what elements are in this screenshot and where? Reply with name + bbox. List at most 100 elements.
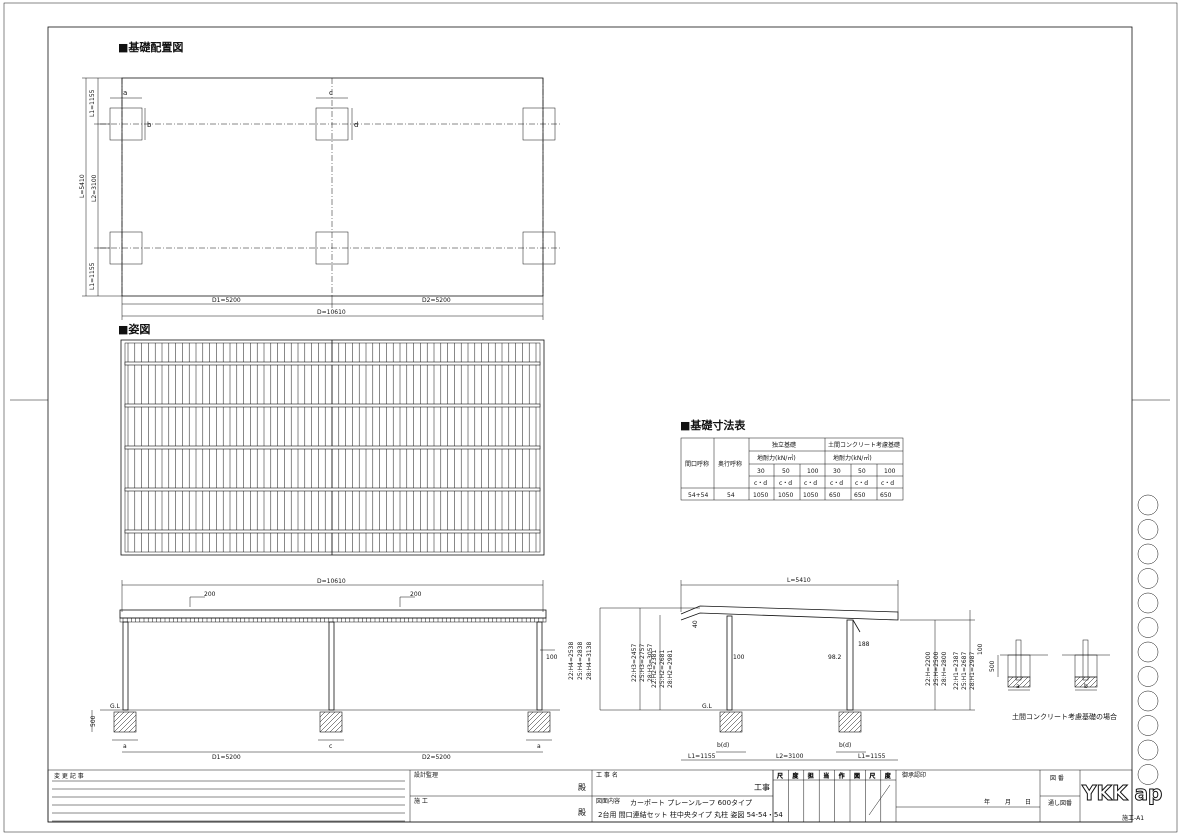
- tb-year: 年: [984, 798, 990, 806]
- table-row-depth: 54: [727, 492, 735, 499]
- tb-content1: カーポート プレーンルーフ 600タイプ: [630, 798, 752, 807]
- dim-d1: D1=5200: [212, 297, 241, 304]
- table-sub-4: c・d: [855, 480, 868, 487]
- detail-b: b: [1084, 683, 1088, 690]
- dim-d: d: [354, 121, 358, 129]
- dim-b: b: [147, 121, 152, 129]
- front-dim-d1: D1=5200: [212, 754, 241, 761]
- tb-col-0: 尺: [777, 773, 783, 780]
- front-dim-500: 500: [90, 715, 97, 727]
- table-val-1: 1050: [778, 492, 793, 499]
- tb-col-7: 度: [885, 772, 891, 780]
- side-h3-1: 25:H3=2757: [639, 644, 646, 682]
- front-elevation: D=10610 200 200 100 G.L 500 a c a D1=520…: [90, 578, 593, 761]
- dim-a: a: [123, 89, 127, 97]
- tb-code: 施工-A1: [1122, 814, 1144, 822]
- table-col-1: 50: [782, 468, 790, 475]
- table-val-5: 650: [880, 492, 892, 499]
- section-title-layout: ■基礎配置図: [118, 40, 183, 54]
- tb-drawing-label: 図面内容: [596, 797, 620, 805]
- front-h4-22: 22:H4=2538: [568, 642, 575, 680]
- section-title-view: ■姿図: [118, 322, 150, 336]
- front-dim-200a: 200: [204, 591, 216, 598]
- tb-approval: 御承認印: [902, 771, 926, 779]
- front-dim-100: 100: [546, 654, 558, 661]
- tb-col-6: 尺: [869, 773, 875, 780]
- tb-day: 日: [1025, 799, 1031, 806]
- section-title-table: ■基礎寸法表: [680, 418, 746, 432]
- front-gl: G.L: [110, 703, 121, 710]
- side-bd2: b(d): [839, 742, 851, 749]
- front-dim-d: D=10610: [317, 578, 346, 585]
- side-bd1: b(d): [717, 742, 729, 749]
- tb-col-3: 当: [823, 772, 829, 780]
- table-sub-3: c・d: [830, 480, 843, 487]
- table-val-0: 1050: [753, 492, 768, 499]
- table-sub-2: c・d: [804, 480, 817, 487]
- tb-tsushi: 通し図番: [1048, 799, 1072, 807]
- detail-a: a: [1016, 683, 1020, 690]
- tb-col-1: 度: [792, 772, 798, 780]
- detail-caption: 土間コンクリート考慮基礎の場合: [1012, 712, 1117, 721]
- tb-dono1: 殿: [578, 783, 586, 792]
- side-h2-0: 22:H2=2381: [651, 650, 658, 688]
- roof-plan-view: [120, 339, 545, 556]
- foundation-plan: a c b d L1=1155 L=5410 L2=3100 L1=1155 D…: [79, 77, 560, 320]
- revision-circles: [1137, 494, 1159, 785]
- front-dim-a2: a: [537, 743, 541, 750]
- side-h1-0: 22:H1=2387: [953, 652, 960, 690]
- table-h-bearing1: 地耐力(kN/㎡): [757, 454, 796, 462]
- detail-100: 100: [977, 643, 984, 655]
- dim-l1-top: L1=1155: [89, 89, 96, 117]
- side-l1a: L1=1155: [688, 753, 716, 760]
- side-dim-98: 98.2: [828, 654, 842, 661]
- tb-work-label: 工 事 名: [596, 771, 618, 779]
- side-dim-100: 100: [733, 654, 745, 661]
- foundation-table: [680, 437, 904, 501]
- front-h4-28: 28:H4=3138: [586, 642, 593, 680]
- table-sub-0: c・d: [754, 480, 767, 487]
- table-col-0: 30: [757, 468, 765, 475]
- tb-change-log: 変 更 記 事: [54, 772, 84, 780]
- tb-dono2: 殿: [578, 808, 586, 817]
- tb-construct: 施 工: [414, 797, 428, 805]
- tb-col-4: 作: [839, 772, 845, 780]
- tb-content2: 2台用 間口連結セット 柱中央タイプ 丸柱 姿図 54-54・54: [598, 810, 783, 819]
- side-h1-2: 28:H1=2987: [969, 652, 976, 690]
- tb-col-5: 図: [854, 773, 860, 780]
- front-dim-200b: 200: [410, 591, 422, 598]
- side-l2: L2=3100: [776, 753, 804, 760]
- drawing-border: [47, 26, 1133, 823]
- side-h2-2: 28:H2=2981: [667, 650, 674, 688]
- side-h-2: 28:H=2800: [941, 651, 948, 686]
- tb-month: 月: [1005, 799, 1011, 806]
- side-h1-1: 25:H1=2687: [961, 652, 968, 690]
- side-gl: G.L: [702, 703, 713, 710]
- table-h-width: 間口呼称: [685, 460, 709, 468]
- side-h-1: 25:H=2500: [933, 651, 940, 686]
- dim-d-total: D=10610: [317, 309, 346, 316]
- front-dim-a1: a: [123, 743, 127, 750]
- soil-concrete-detail: [997, 639, 1110, 691]
- side-elevation: L=5410 40 100 98.2 188 G.L b(d) b(d) L1=…: [599, 577, 976, 761]
- brand-logo: YKK ap: [1081, 781, 1162, 805]
- table-sub-1: c・d: [779, 480, 792, 487]
- tb-design: 設計監理: [414, 771, 438, 779]
- side-h3-0: 22:H3=2457: [631, 644, 638, 682]
- table-h-bearing2: 地耐力(kN/㎡): [833, 454, 872, 462]
- table-val-3: 650: [829, 492, 841, 499]
- table-h-indep: 独立基礎: [772, 441, 796, 449]
- front-dim-d2: D2=5200: [422, 754, 451, 761]
- front-dim-c: c: [329, 743, 332, 750]
- front-h4-25: 25:H4=2838: [577, 642, 584, 680]
- side-l1b: L1=1155: [858, 753, 886, 760]
- title-block: [47, 769, 1133, 823]
- table-val-2: 1050: [803, 492, 818, 499]
- dim-c: c: [329, 89, 333, 97]
- tb-work-suffix: 工事: [754, 782, 770, 792]
- side-h-0: 22:H=2200: [925, 651, 932, 686]
- table-col-4: 50: [858, 468, 866, 475]
- table-val-4: 650: [854, 492, 866, 499]
- tb-zuban: 図 番: [1050, 775, 1064, 782]
